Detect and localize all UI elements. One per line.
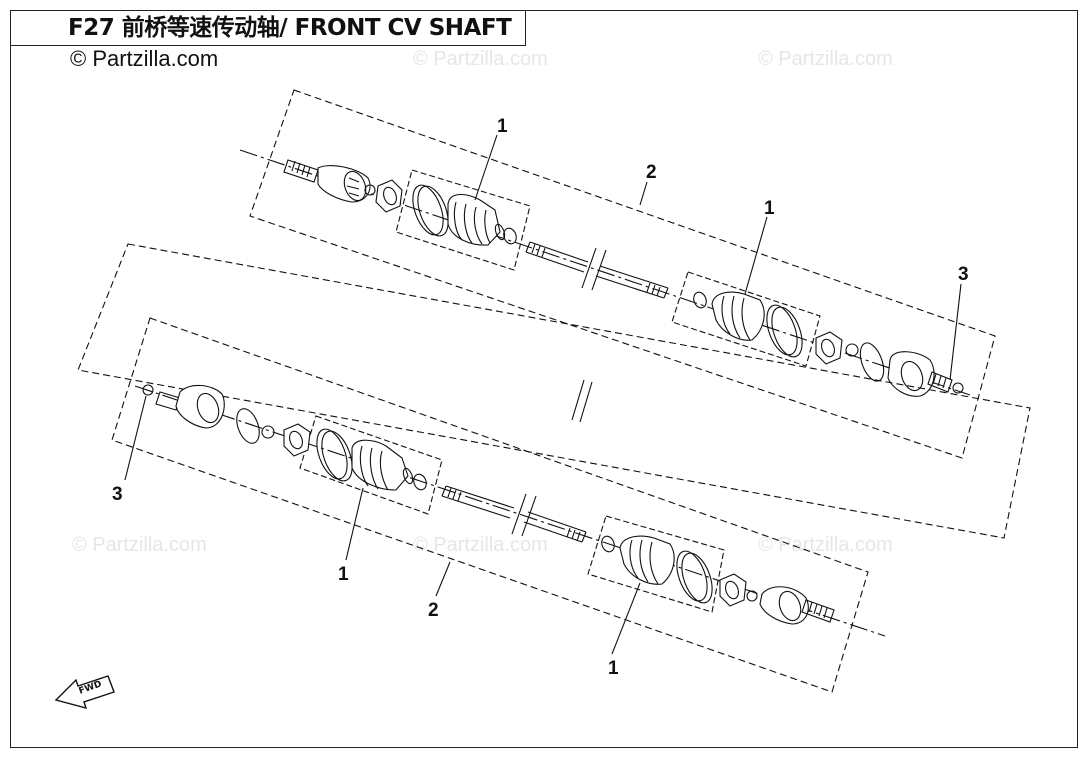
upper-right-oring: [859, 342, 885, 382]
lower-left-oring: [236, 408, 260, 444]
callout-lower-right-boot-kit: 1: [608, 658, 619, 679]
callout-upper-boot-kit: 1: [497, 116, 508, 137]
upper-left-outer-joint: [283, 159, 371, 203]
callout-upper-right-boot-kit: 1: [764, 198, 775, 219]
upper-clip: [952, 382, 964, 394]
upper-right-clamp-small: [693, 291, 707, 309]
callout-lower-shaft: 2: [428, 600, 439, 621]
callout-upper-clip: 3: [958, 264, 969, 285]
lower-assembly-outline: [77, 243, 1031, 539]
lower-right-clamp-large: [676, 550, 708, 602]
upper-right-inner-joint: [887, 351, 953, 397]
lower-shaft: [441, 485, 587, 543]
lower-left-inner-joint: [155, 384, 225, 429]
lower-left-boot: [351, 439, 414, 491]
lower-assembly-outline-2: [111, 317, 869, 693]
upper-right-boot-kit-outline: [671, 271, 821, 367]
watermark: © Partzilla.com: [413, 534, 548, 556]
upper-left-clamp-small: [503, 227, 517, 245]
upper-right-cage: [815, 331, 843, 365]
upper-right-clamp-large: [766, 304, 798, 356]
upper-shaft: [525, 241, 669, 299]
lower-right-outer-joint: [759, 586, 835, 625]
lower-left-cage: [283, 423, 311, 457]
upper-left-boot-kit-outline: [395, 169, 531, 271]
lower-left-clamp-large: [316, 428, 348, 480]
upper-left-clamp-large: [412, 184, 444, 236]
lower-right-boot: [619, 535, 675, 585]
upper-right-snap-ring: [845, 343, 859, 357]
lower-centerline: [134, 385, 886, 637]
watermark: © Partzilla.com: [758, 48, 893, 70]
watermark: © Partzilla.com: [72, 534, 207, 556]
lower-clip: [142, 384, 154, 396]
upper-left-boot: [447, 193, 506, 246]
upper-right-boot: [711, 291, 765, 341]
lower-break-mark: [571, 379, 593, 423]
lower-right-boot-kit-outline: [587, 515, 725, 613]
lower-right-clamp-small: [601, 535, 615, 553]
diagram-title: F27 前桥等速传动轴/ FRONT CV SHAFT: [10, 10, 526, 46]
lower-left-snap-ring: [261, 425, 275, 439]
diagram-frame: [10, 10, 1078, 748]
callout-upper-shaft: 2: [646, 162, 657, 183]
upper-assembly-outline: [249, 89, 996, 459]
lower-left-clamp-small: [413, 473, 427, 491]
lower-right-snap-ring: [746, 590, 758, 602]
watermark: © Partzilla.com: [413, 48, 548, 70]
callout-lower-clip: 3: [112, 484, 123, 505]
fwd-arrow-icon: [54, 675, 115, 710]
upper-left-cage: [375, 179, 403, 213]
lower-right-cage: [719, 573, 747, 607]
upper-snap-ring: [364, 184, 376, 196]
watermark: © Partzilla.com: [758, 534, 893, 556]
callout-lower-boot-kit: 1: [338, 564, 349, 585]
copyright-notice: © Partzilla.com: [70, 46, 219, 71]
